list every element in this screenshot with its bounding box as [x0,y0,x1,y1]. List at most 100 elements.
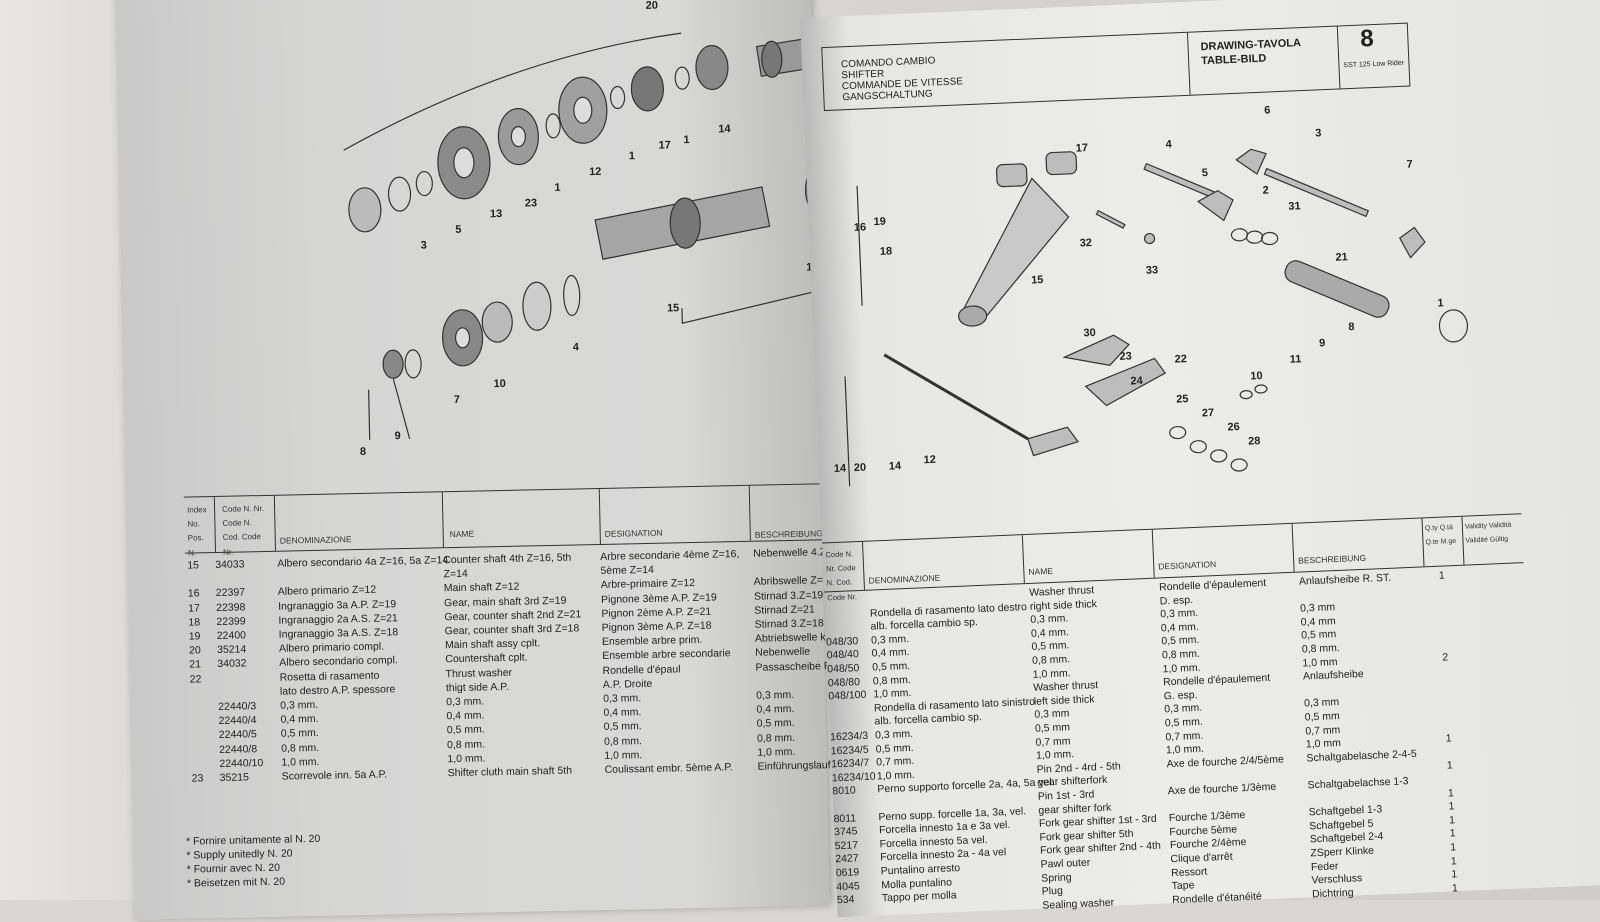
callout: 18 [880,245,893,258]
table-cell: Stirnad 3.Z=19 [753,588,824,603]
header-designation: DESIGNATION [604,527,663,539]
table-cell: Tappo per molla [881,889,957,905]
table-cell: 35215 [219,771,250,784]
callout: 5 [1202,167,1209,179]
table-cell: 0,5 mm. [446,723,485,737]
table-cell: 1 [1445,732,1452,745]
callout: 10 [1250,370,1263,383]
table-cell: alb. forcella cambio sp. [874,711,983,728]
callout: 12 [923,454,936,467]
callout: 11 [1289,353,1301,365]
table-cell: Z=14 [443,567,468,581]
table-cell: 22398 [216,601,246,614]
table-cell: 22440/4 [218,714,257,728]
table-cell: 2 [1442,651,1449,664]
callout: 4 [573,341,580,353]
callout: 3 [1315,127,1322,139]
table-cell: 5ème Z=14 [600,564,655,578]
callout: 6 [1264,104,1271,116]
table-cell: Schaltgabelachse 1-3 [1307,775,1409,792]
table-cell: 0,4 mm. [603,706,642,720]
callout: 3 [421,240,427,252]
header-designation: DESIGNATION [1158,559,1217,572]
table-cell: Sealing washer [1042,896,1115,912]
table-cell: Shifter cluth main shaft 5th [447,764,573,780]
callout: 27 [1202,407,1215,420]
table-cell: 22440/3 [218,700,257,713]
callout: 14 [834,462,848,475]
table-cell: 1 [1450,854,1457,868]
table-cell: 17 [188,601,200,615]
table-cell: 1 [1448,814,1456,827]
table-cell: 1,0 mm. [281,755,320,769]
callout: 14 [718,123,731,135]
table-cell: 0,3 mm. [603,692,642,705]
callout: 1 [554,182,560,194]
callout: 15 [667,302,679,314]
drawing-number: 8 [1359,25,1375,53]
table-cell: Main shaft Z=12 [443,581,520,595]
table-cell: 1 [1449,827,1456,840]
callout: 22 [1174,353,1187,366]
callout: 23 [525,197,537,209]
header-denominazione: DENOMINAZIONE [868,572,941,586]
table-cell: 1 [1438,569,1446,582]
table-cell: 0,8 mm. [446,738,486,751]
table-cell: 20 [188,644,201,657]
left-page: 20 16 14 17 1 1 12 1 23 13 5 3 15 19 1 1… [115,0,873,920]
table-cell: Spring [1040,870,1072,885]
table-cell: Ensemble arbre secondarie [602,647,731,663]
table-cell: 0,5 mm. [603,720,642,734]
table-cell: Countershaft cplt. [445,651,528,666]
header-name: NAME [449,528,475,540]
table-cell: Stirnad 3.Z=18 [754,617,824,631]
callout: 2 [1262,185,1269,197]
callout: 7 [1406,158,1413,170]
callout: 9 [394,430,400,442]
table-cell: 048/100 [828,689,867,703]
table-notes: * Fornire unitamente al N. 20 * Supply u… [186,832,321,891]
table-cell: Scorrevole inn. 5a A.P. [281,768,388,783]
table-cell: 16 [187,587,200,600]
table-cell: 0,3 mm. [756,688,795,702]
table-cell: Coulissant embr. 5ème A.P. [604,761,733,776]
note-line: * Fornire unitamente al N. 20 [185,832,321,848]
table-cell: 0,5 mm. [280,727,319,741]
table-cell: 8010 [832,784,857,798]
table-cell: 0,3 mm. [280,698,319,712]
table-cell: 23 [191,772,204,785]
table-cell: 0,8 mm. [603,734,643,748]
table-cell: 22399 [216,615,246,628]
shifter-drawing-svg: 17 4 6 3 7 16 19 18 5 2 31 32 33 15 21 8… [834,104,1469,487]
table-cell: 1 [1451,868,1458,881]
callout: 4 [1165,139,1172,151]
table-cell: 0,4 mm. [280,713,319,726]
callout: 1 [1437,297,1444,309]
table-cell: 534 [836,893,855,907]
table-cell: 22440/10 [219,756,264,770]
table-cell: 15 [187,559,200,572]
model-name: SST 125 Low Rider [1343,59,1405,70]
header-index: Index No. Pos. N. [187,505,207,558]
left-parts-table: Index No. Pos. N. Code N. Nr. Code N. Co… [183,483,865,890]
table-cell: 34033 [215,558,245,572]
callout: 10 [493,378,505,390]
table-cell: 1 [1450,841,1457,854]
table-cell: Dichtring [1311,886,1354,901]
table-cell: A.P. Droite [602,677,653,691]
table-cell: 35214 [216,643,247,657]
table-cell: 1 [1447,786,1455,800]
table-cell: Rondelle d'épaulement [1162,672,1271,689]
right-page: COMANDO CAMBIO SHIFTER COMMANDE DE VITES… [800,0,1600,918]
shifter-exploded-drawing: 17 4 6 3 7 16 19 18 5 2 31 32 33 15 21 8… [814,87,1549,497]
callout: 32 [1079,237,1092,250]
table-cell: Rondelle d'épaulement [1158,576,1267,594]
table-cell: Counter shaft 4th Z=16, 5th [443,551,572,567]
table-cell: 0,8 mm. [756,731,796,745]
note-line: * Beisetzen mit N. 20 [186,875,286,890]
table-cell: 0,3 mm. [446,695,485,709]
callout: 20 [646,0,658,12]
callout: 30 [1083,327,1096,340]
callout: 17 [658,139,670,151]
table-cell: 1,0 mm. [604,748,643,762]
